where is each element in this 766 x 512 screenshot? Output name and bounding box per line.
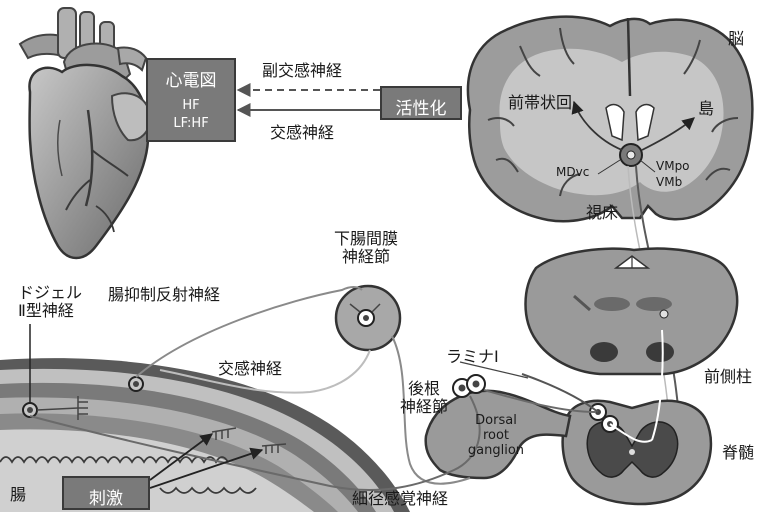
- activation-box: 活性化: [380, 86, 462, 120]
- vmpo-label: VMpo: [656, 160, 690, 174]
- parasympathetic-label: 副交感神経: [262, 62, 342, 80]
- sympathetic-label-mid: 交感神経: [218, 360, 282, 378]
- intestinofugal-label: 腸抑制反射神経: [108, 286, 220, 304]
- ecg-title: 心電図: [148, 66, 234, 91]
- thin-sensory-nerve-label: 細径感覚神経: [352, 490, 448, 508]
- ecg-hf: HF: [148, 98, 234, 113]
- drg-en-label: Dorsal root ganglion: [466, 414, 526, 459]
- spinal-cord-label: 脊髄: [722, 444, 754, 462]
- anterolateral-label: 前側柱: [704, 368, 752, 386]
- activation-label: 活性化: [382, 94, 460, 119]
- ecg-lf-hf: LF:HF: [148, 116, 234, 131]
- lamina1-label: ラミナⅠ: [446, 348, 499, 366]
- brain-label: 脳: [728, 30, 744, 48]
- thalamus-label: 視床: [586, 204, 618, 222]
- drg-jp-label: 後根 神経節: [392, 380, 456, 417]
- mdvc-label: MDvc: [556, 166, 589, 180]
- intestine-label: 腸: [10, 486, 26, 504]
- mesenteric-ganglion-label: 下腸間膜 神経節: [326, 230, 406, 267]
- anterior-cingulate-label: 前帯状回: [508, 94, 572, 112]
- brainstem-section: [526, 249, 738, 374]
- sympathetic-label-top: 交感神経: [270, 124, 334, 142]
- insula-label: 島: [698, 100, 714, 118]
- ecg-box: 心電図 HF LF:HF: [146, 58, 236, 142]
- vmb-label: VMb: [656, 176, 682, 190]
- heart-illustration: [20, 8, 150, 258]
- stimulus-box: 刺激: [62, 476, 150, 510]
- dogiel-label: ドジェル Ⅱ型神経: [18, 284, 82, 321]
- stimulus-label: 刺激: [64, 484, 148, 509]
- mesenteric-ganglion: [336, 286, 400, 350]
